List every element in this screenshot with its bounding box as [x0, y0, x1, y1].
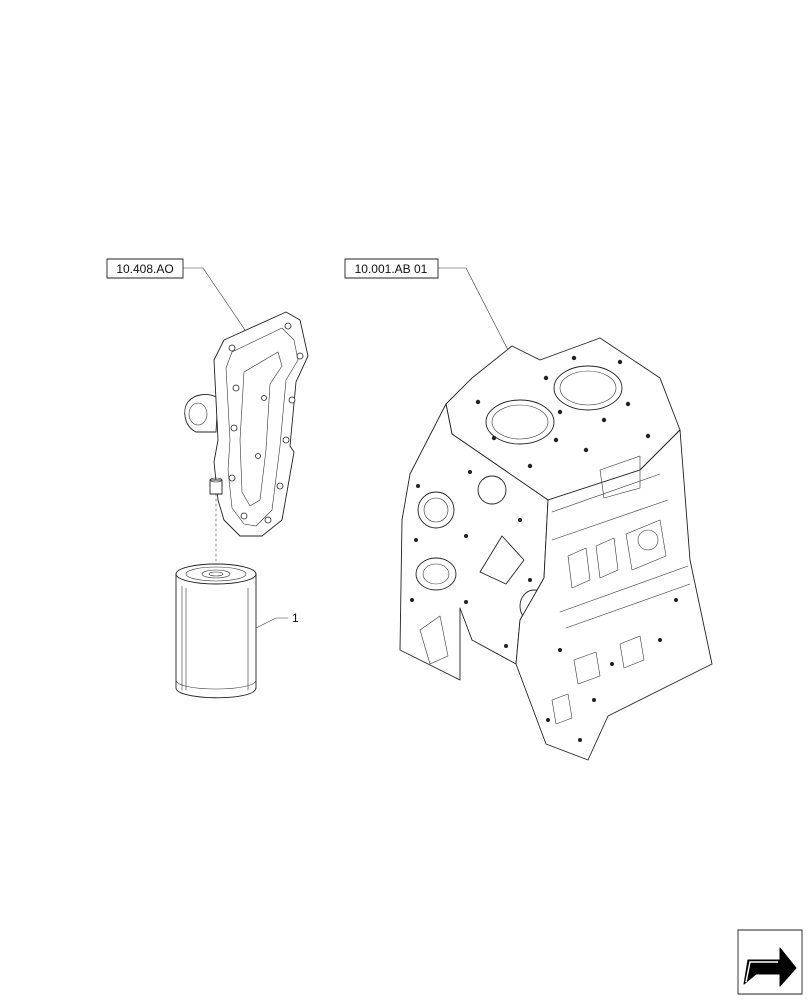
reference-10-001-ab-01-label: 10.001.AB 01 [355, 262, 428, 276]
callout-1-label: 1 [292, 611, 299, 625]
arrow-nav-icon[interactable] [737, 929, 803, 995]
reference-10-001-ab-01[interactable]: 10.001.AB 01 [344, 258, 509, 351]
engine-block [399, 337, 713, 761]
callout-1[interactable]: 1 [255, 611, 299, 629]
reference-10-408-ao-label: 10.408.AO [116, 262, 173, 276]
reference-10-408-ao[interactable]: 10.408.AO [106, 258, 246, 331]
oil-filter-head [184, 311, 309, 537]
oil-filter [175, 563, 257, 699]
